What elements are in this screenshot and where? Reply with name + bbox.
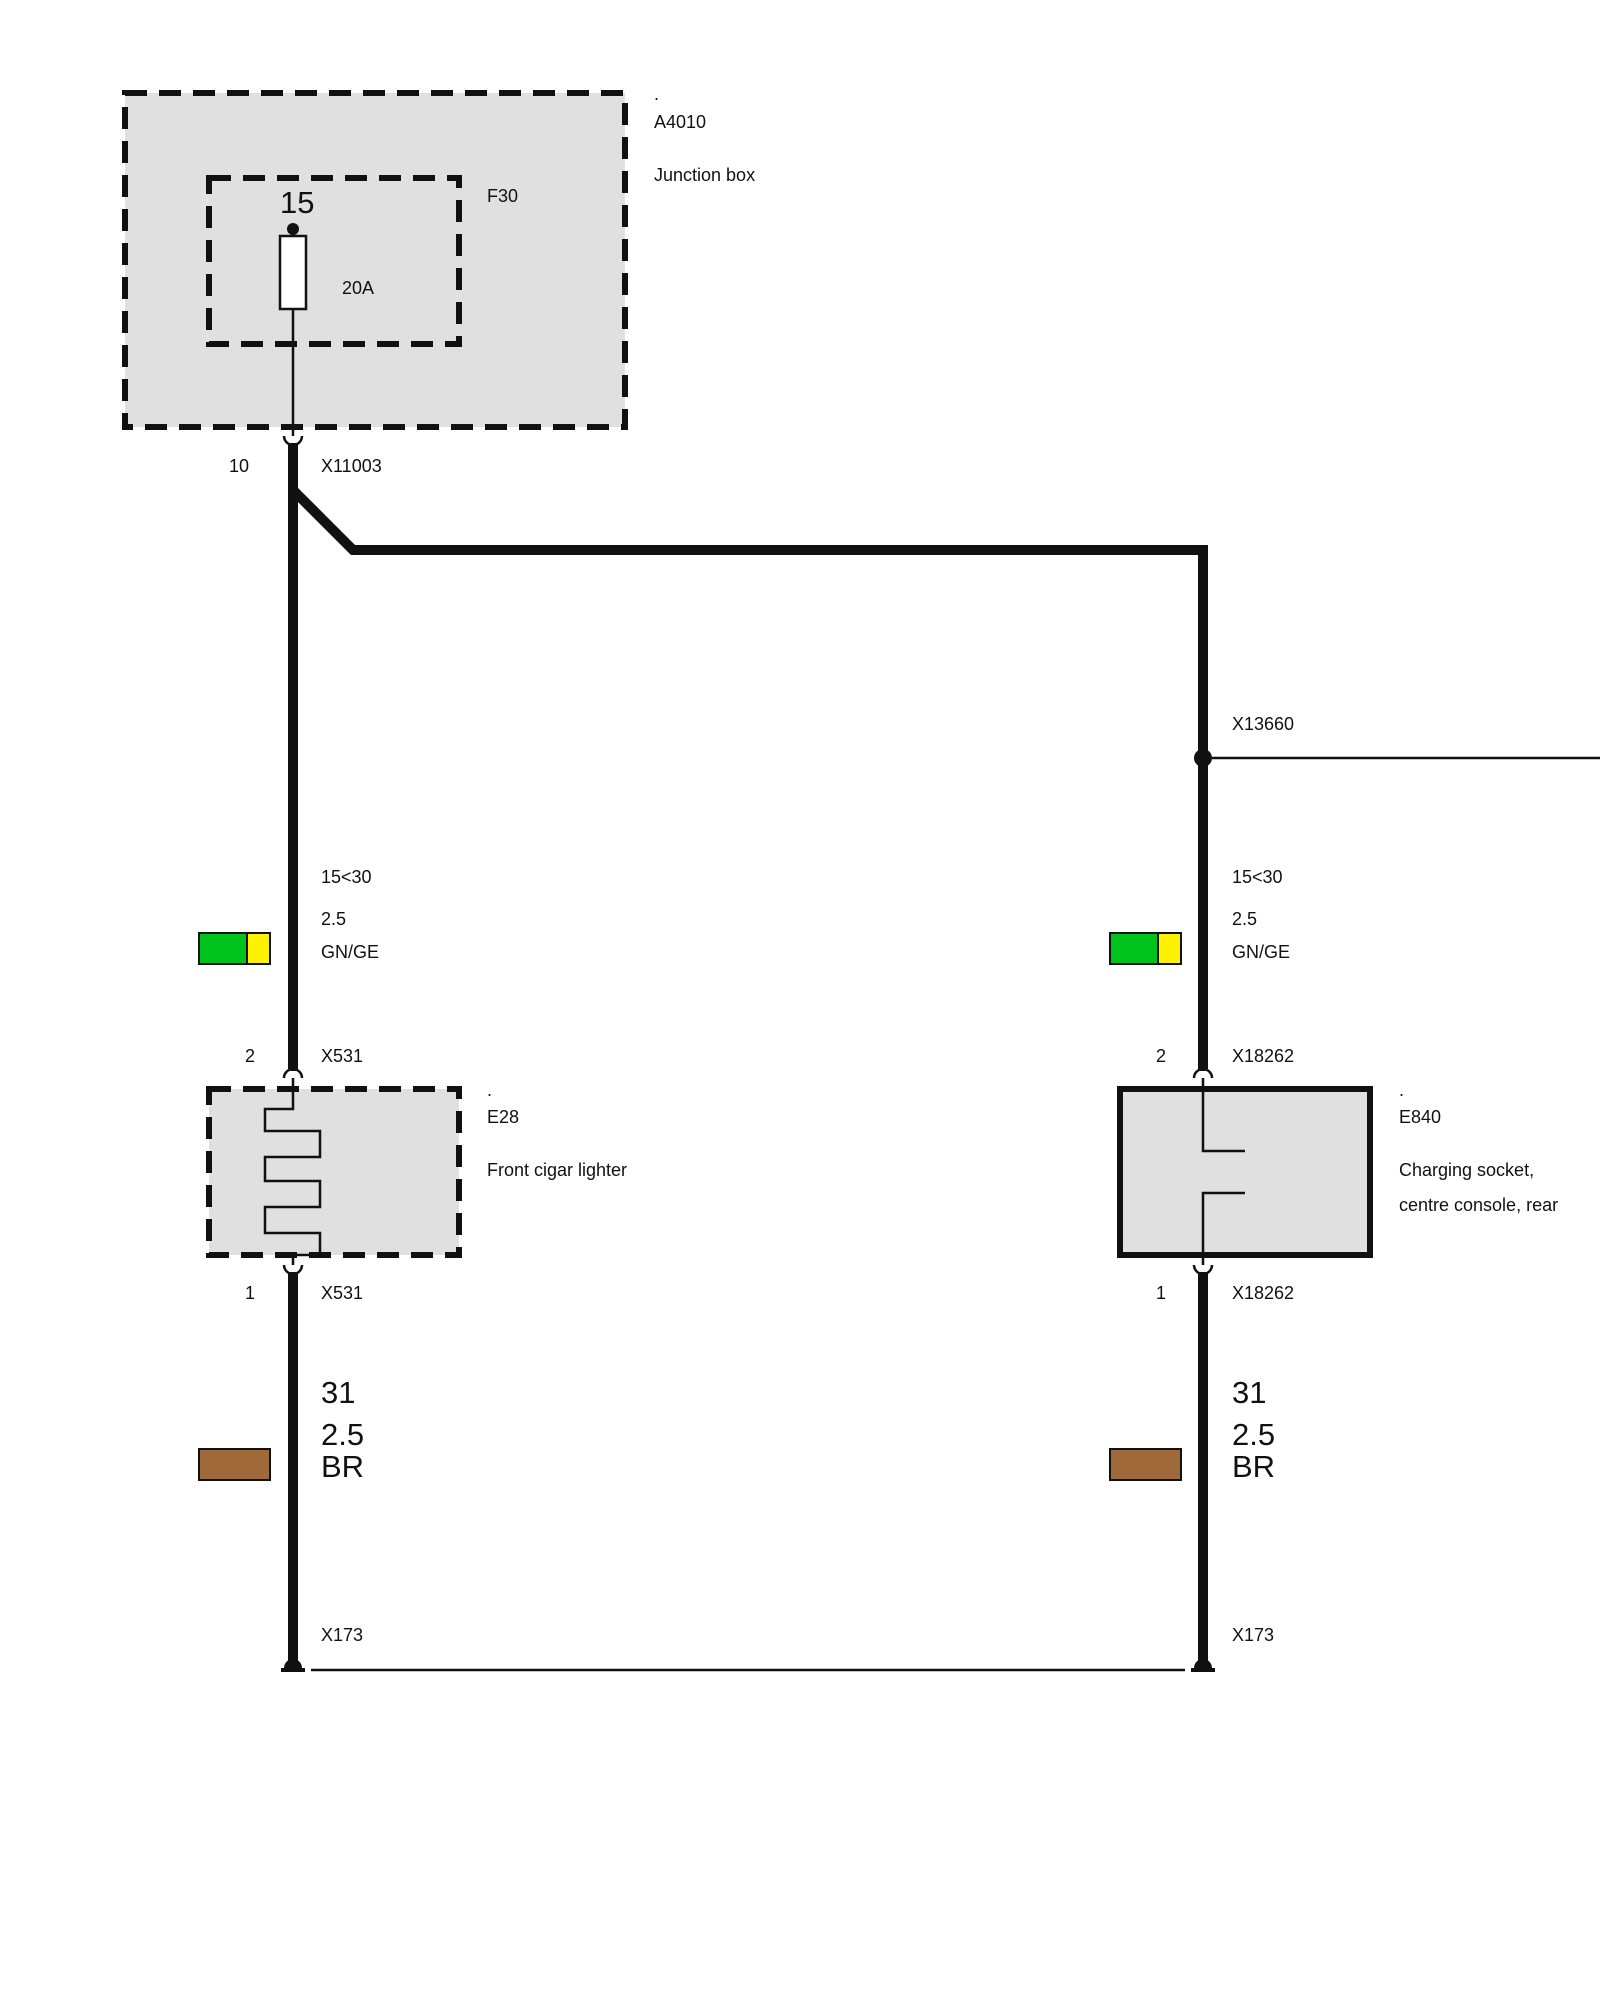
junction-box-name: Junction box	[654, 165, 755, 185]
splice-id: X13660	[1232, 714, 1294, 734]
right-top-pin: 2	[1156, 1046, 1166, 1066]
left-supply-color-code: GN/GE	[321, 942, 379, 962]
right-supply-size: 2.5	[1232, 909, 1257, 929]
fuse-id: F30	[487, 186, 518, 206]
left-bottom-pin: 1	[245, 1283, 255, 1303]
fuse-holder-outline[interactable]	[206, 175, 462, 347]
cigar-lighter-dot: .	[487, 1080, 492, 1100]
right-supply-circuit: 15<30	[1232, 867, 1283, 887]
fuse-terminal-label: 15	[280, 185, 314, 220]
right-supply-color-swatch	[1109, 932, 1182, 965]
charging-socket-id: E840	[1399, 1107, 1441, 1127]
left-ground-id: X173	[321, 1625, 363, 1645]
socket-contact-lower	[1201, 1191, 1245, 1265]
right-ground-size: 2.5	[1232, 1417, 1275, 1452]
left-top-connector: X531	[321, 1046, 363, 1066]
fuse-rating: 20A	[342, 278, 374, 298]
connector-x531-top-symbol	[282, 1067, 304, 1079]
junction-box-dot: .	[654, 84, 659, 104]
left-ground-size: 2.5	[321, 1417, 364, 1452]
charging-socket-outline[interactable]	[1117, 1086, 1373, 1258]
right-ground-terminal-symbol	[1194, 1659, 1212, 1668]
junction-box-id: A4010	[654, 112, 706, 132]
left-supply-circuit: 15<30	[321, 867, 372, 887]
left-ground-terminal-symbol	[284, 1659, 302, 1668]
left-supply-color-swatch	[198, 932, 271, 965]
left-bottom-connector: X531	[321, 1283, 363, 1303]
right-ground-circuit: 31	[1232, 1375, 1266, 1410]
right-ground-color-code: BR	[1232, 1449, 1275, 1484]
right-supply-color-code: GN/GE	[1232, 942, 1290, 962]
charging-socket-name-line2: centre console, rear	[1399, 1195, 1558, 1215]
connector-x18262-top-symbol	[1192, 1067, 1214, 1079]
cigar-lighter-outline[interactable]	[206, 1086, 462, 1258]
junction-box-pin: 10	[229, 456, 249, 476]
right-ground-id: X173	[1232, 1625, 1274, 1645]
left-ground-circuit: 31	[321, 1375, 355, 1410]
charging-socket-dot: .	[1399, 1080, 1404, 1100]
heating-element-symbol	[263, 1078, 322, 1265]
left-ground-color-swatch	[198, 1448, 271, 1481]
fuse-symbol[interactable]	[278, 234, 308, 311]
socket-contact-upper	[1201, 1078, 1245, 1153]
splice-x13660-dot	[1194, 749, 1212, 767]
right-bottom-connector: X18262	[1232, 1283, 1294, 1303]
cigar-lighter-id: E28	[487, 1107, 519, 1127]
right-top-connector: X18262	[1232, 1046, 1294, 1066]
wire-branch-right[interactable]	[289, 486, 1208, 1071]
left-ground-color-code: BR	[321, 1449, 364, 1484]
cigar-lighter-name: Front cigar lighter	[487, 1160, 627, 1180]
right-ground-color-swatch	[1109, 1448, 1182, 1481]
junction-box-connector: X11003	[321, 456, 382, 476]
left-top-pin: 2	[245, 1046, 255, 1066]
charging-socket-name-line1: Charging socket,	[1399, 1160, 1534, 1180]
right-bottom-pin: 1	[1156, 1283, 1166, 1303]
left-supply-size: 2.5	[321, 909, 346, 929]
